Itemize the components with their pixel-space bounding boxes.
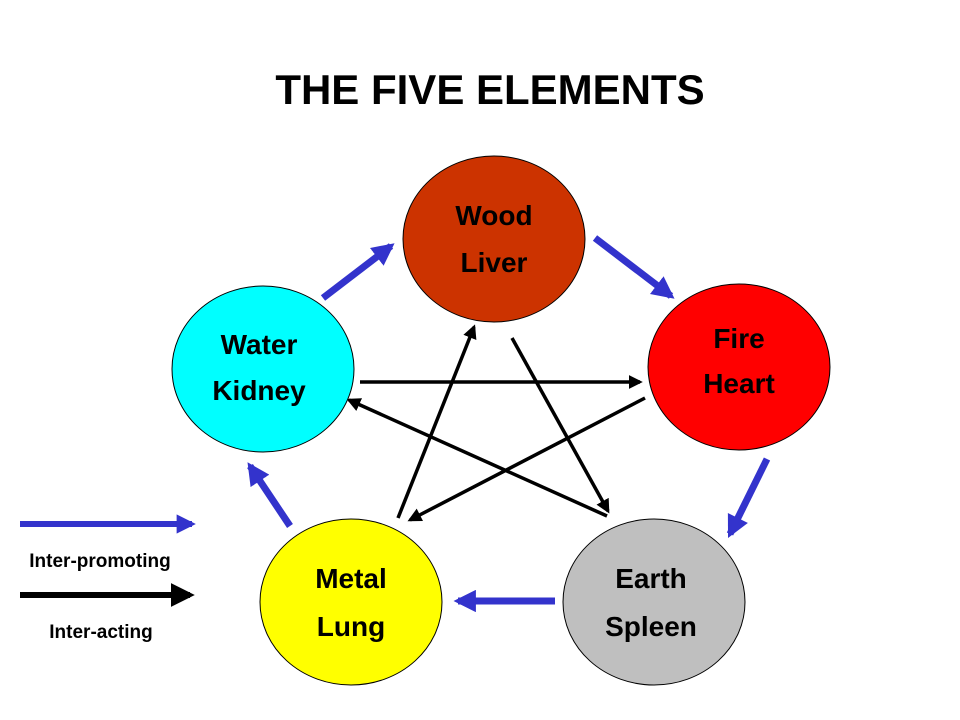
node-wood-circle <box>402 155 586 323</box>
node-water-organ-label: Kidney <box>212 375 306 406</box>
node-earth-circle <box>562 518 746 686</box>
node-wood-element-label: Wood <box>455 200 532 231</box>
node-fire: Fire Heart <box>647 283 831 451</box>
node-wood-organ-label: Liver <box>461 247 528 278</box>
node-fire-element-label: Fire <box>713 323 764 354</box>
legend-promoting-label: Inter-promoting <box>29 551 170 572</box>
inter-acting-arrows <box>346 324 646 522</box>
node-metal-element-label: Metal <box>315 563 387 594</box>
arrow-earth-to-water <box>346 398 608 518</box>
arrow-water-to-wood <box>320 243 395 301</box>
page-title: THE FIVE ELEMENTS <box>275 66 704 113</box>
node-metal-organ-label: Lung <box>317 611 385 642</box>
legend-acting-label: Inter-acting <box>49 622 152 643</box>
arrow-fire-to-metal <box>407 396 646 522</box>
node-wood: Wood Liver <box>402 155 586 323</box>
node-earth-organ-label: Spleen <box>605 611 697 642</box>
arrow-metal-to-water <box>247 462 293 528</box>
node-earth: Earth Spleen <box>562 518 746 686</box>
legend: Inter-promoting Inter-acting <box>20 514 196 643</box>
node-earth-element-label: Earth <box>615 563 687 594</box>
node-metal: Metal Lung <box>259 518 443 686</box>
arrow-wood-to-earth <box>510 337 610 514</box>
node-water: Water Kidney <box>171 285 355 453</box>
arrow-fire-to-earth <box>726 457 771 539</box>
node-fire-organ-label: Heart <box>703 368 775 399</box>
node-water-circle <box>171 285 355 453</box>
node-fire-circle <box>647 283 831 451</box>
inter-promoting-arrows <box>247 235 771 613</box>
arrow-wood-to-fire <box>592 235 675 299</box>
arrow-metal-to-wood <box>396 324 477 519</box>
node-metal-circle <box>259 518 443 686</box>
node-water-element-label: Water <box>221 329 298 360</box>
